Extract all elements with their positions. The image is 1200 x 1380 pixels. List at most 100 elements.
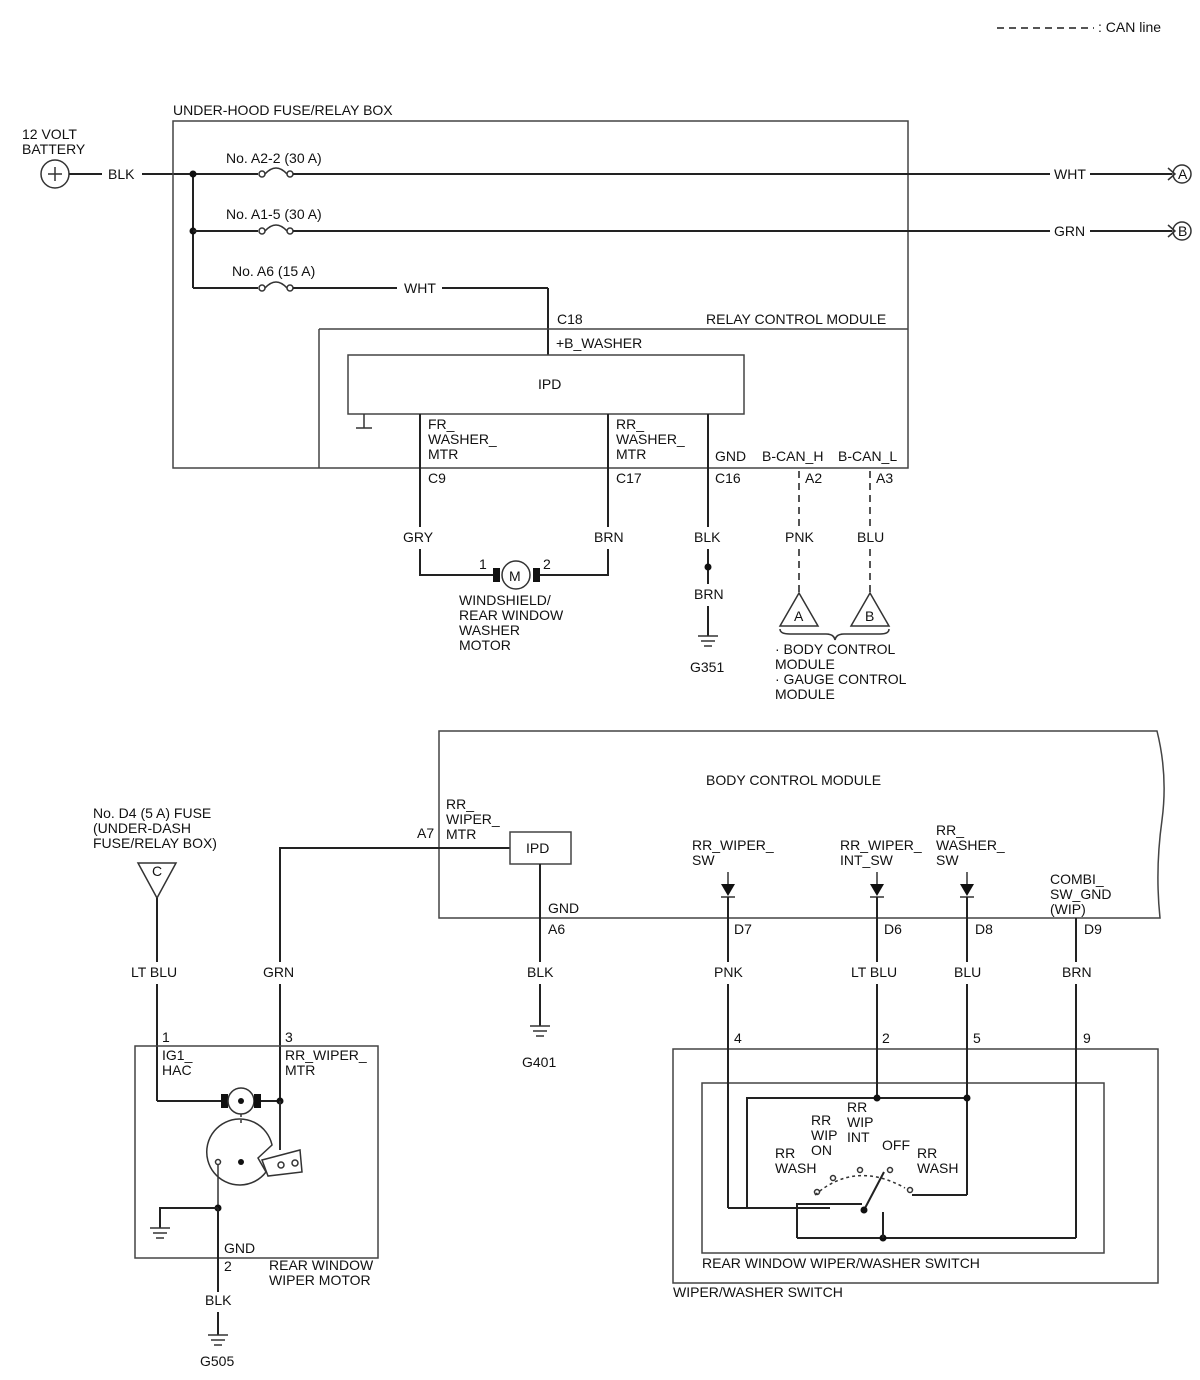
park-switch-icon <box>261 1149 303 1177</box>
wiper-washer-switch-label: WIPER/WASHER SWITCH <box>673 1284 843 1300</box>
pin-2-label: 2 <box>882 1030 890 1046</box>
a3-label: A3 <box>876 470 893 486</box>
a6-label: A6 <box>548 921 565 937</box>
wire-grn-label: GRN <box>263 964 294 980</box>
g351-label: G351 <box>690 659 724 675</box>
washer-pin-2: 2 <box>543 556 551 572</box>
wire-lt-blu-label: LT BLU <box>131 964 177 980</box>
g505-label: G505 <box>200 1353 234 1369</box>
wire-pnk-bottom-label: PNK <box>714 964 743 980</box>
pin-1-label: 1 <box>162 1029 170 1045</box>
fuse-a22-label: No. A2-2 (30 A) <box>226 150 322 166</box>
c16-label: C16 <box>715 470 741 486</box>
rear-wiper-washer-switch-box <box>701 1082 1105 1254</box>
rr-wiper-int-sw-label: RR_WIPER_INT_SW <box>840 837 922 868</box>
under-hood-fuse-relay-box <box>172 120 909 469</box>
rr-wiper-mtr-label: RR_WIPER_MTR <box>446 796 500 842</box>
a7-label: A7 <box>417 825 434 841</box>
wire-grn-b-label: GRN <box>1054 223 1085 239</box>
rr-wiper-mtr-pin-label: RR_WIPER_MTR <box>285 1047 367 1078</box>
pin-5-label: 5 <box>973 1030 981 1046</box>
triangle-c <box>136 862 178 900</box>
rear-switch-label: REAR WINDOW WIPER/WASHER SWITCH <box>702 1255 980 1271</box>
rr-washer-sw-label: RR_WASHER_SW <box>936 822 1005 868</box>
d7-label: D7 <box>734 921 752 937</box>
wiper-washer-switch-box <box>672 1048 1159 1284</box>
pin-9-label: 9 <box>1083 1030 1091 1046</box>
wire-blu-bottom-label: BLU <box>954 964 981 980</box>
can-triangle-b <box>849 591 891 627</box>
d6-label: D6 <box>884 921 902 937</box>
fuse-a15-icon <box>264 224 288 232</box>
pin-3-label: 3 <box>285 1029 293 1045</box>
wire-blk-label: BLK <box>108 166 135 182</box>
rcm-label: RELAY CONTROL MODULE <box>706 311 886 327</box>
wire-lt-blu2-label: LT BLU <box>851 964 897 980</box>
wire-pnk-label: PNK <box>785 529 814 545</box>
can-triangle-a-label: A <box>794 608 804 624</box>
wire-blk-bottom-label: BLK <box>527 964 554 980</box>
rr-washer-label: RR_WASHER_MTR <box>616 416 685 462</box>
c9-label: C9 <box>428 470 446 486</box>
fr-washer-label: FR_WASHER_MTR <box>428 416 497 462</box>
modules-bracket <box>779 628 890 641</box>
diode-icon <box>870 872 884 898</box>
connector-a <box>1172 164 1192 184</box>
wire-brn-label: BRN <box>594 529 624 545</box>
gnd-bottom-label: GND <box>548 900 579 916</box>
d9-label: D9 <box>1084 921 1102 937</box>
washer-pin-1: 1 <box>479 556 487 572</box>
can-triangle-a <box>778 591 820 627</box>
diode-icon <box>721 872 735 898</box>
ipd-top-box <box>347 354 745 415</box>
a2-label: A2 <box>805 470 822 486</box>
c17-label: C17 <box>616 470 642 486</box>
combi-sw-gnd-label: COMBI_SW_GND(WIP) <box>1050 871 1111 917</box>
off-label: OFF <box>882 1137 910 1153</box>
gnd-top-label: GND <box>715 448 746 464</box>
wire-blk-top-label: BLK <box>694 529 721 545</box>
gnd-motor-label: GND <box>224 1240 255 1256</box>
pin-4-label: 4 <box>734 1030 742 1046</box>
d8-label: D8 <box>975 921 993 937</box>
bcm-label: BODY CONTROL MODULE <box>706 772 881 788</box>
wire-blu-label: BLU <box>857 529 884 545</box>
diode-icon <box>960 872 974 898</box>
fuse-a22-icon <box>264 167 288 175</box>
rotary-switch-arm <box>863 1171 885 1211</box>
motor-brush-left <box>493 568 500 582</box>
washer-motor-icon <box>501 560 531 590</box>
triangle-c-label: C <box>152 863 162 879</box>
bcan-h-label: B-CAN_H <box>762 448 823 464</box>
fusebox-label: UNDER-HOOD FUSE/RELAY BOX <box>173 102 393 118</box>
ig1-hac-label: IG1_HAC <box>162 1047 193 1078</box>
wire-wht-a-label: WHT <box>1054 166 1086 182</box>
wiper-cam-icon <box>206 1118 273 1186</box>
rear-window-wiper-motor-box <box>134 1045 379 1259</box>
connector-b-label: B <box>1178 223 1187 239</box>
ipd-top-label: IPD <box>538 376 561 392</box>
motor-brush-right <box>533 568 540 582</box>
g401-label: G401 <box>522 1054 556 1070</box>
c18-label: C18 <box>557 311 583 327</box>
wire-wht-c18-label: WHT <box>404 280 436 296</box>
b-washer-label: +B_WASHER <box>556 335 642 351</box>
wire-gry-label: GRY <box>403 529 434 545</box>
body-control-module-box <box>438 730 1165 919</box>
legend-text: : CAN line <box>1098 19 1161 35</box>
fuse-a15-label: No. A1-5 (30 A) <box>226 206 322 222</box>
wire-brn-bottom-label: BRN <box>1062 964 1092 980</box>
ipd-bottom-label: IPD <box>526 840 549 856</box>
wire-blk2-label: BLK <box>205 1292 232 1308</box>
